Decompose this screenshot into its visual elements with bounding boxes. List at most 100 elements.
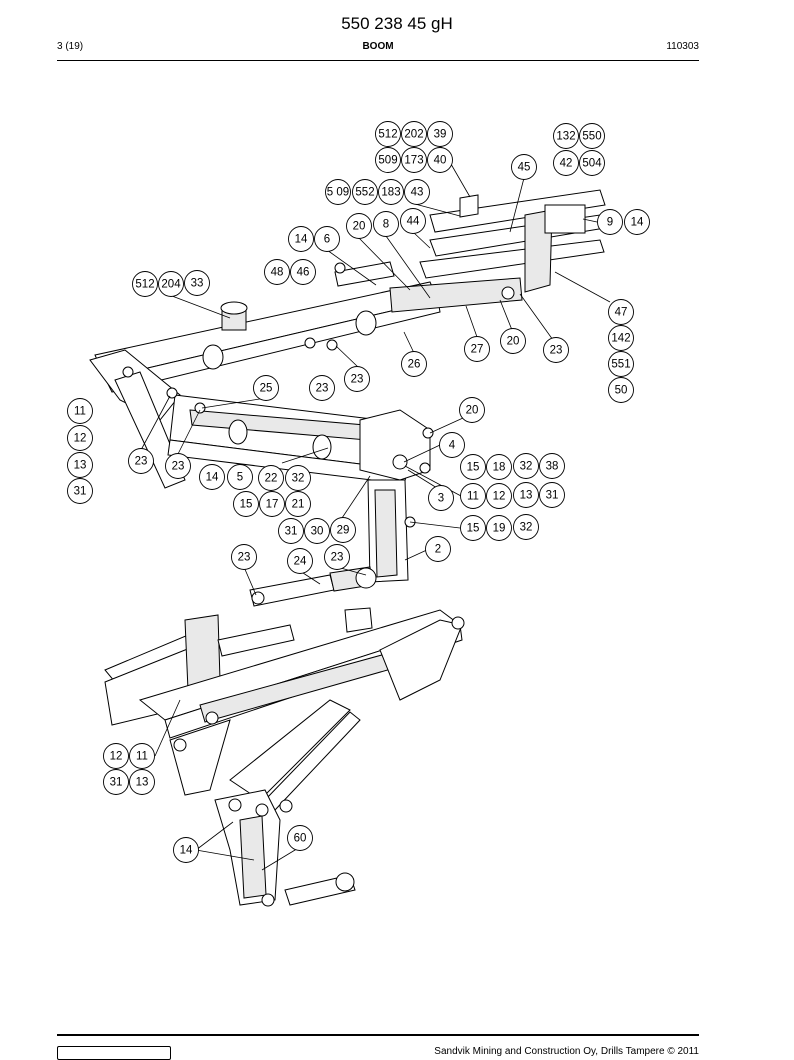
callout-label: 504 bbox=[582, 158, 602, 170]
callout-label: 23 bbox=[351, 374, 364, 386]
callout-9: 504 bbox=[579, 150, 605, 176]
callout-label: 44 bbox=[407, 216, 420, 228]
callout-label: 3 bbox=[438, 493, 444, 505]
callout-label: 13 bbox=[74, 460, 87, 472]
callout-17: 20 bbox=[346, 213, 372, 239]
callout-71: 23 bbox=[324, 544, 350, 570]
callout-61: 31 bbox=[539, 482, 565, 508]
callout-45: 23 bbox=[165, 453, 191, 479]
callout-30: 50 bbox=[608, 377, 634, 403]
callout-5: 509 bbox=[375, 147, 401, 173]
callout-label: 23 bbox=[316, 383, 329, 395]
callout-circle bbox=[401, 121, 427, 147]
callout-label: 20 bbox=[466, 405, 479, 417]
callout-label: 40 bbox=[434, 155, 447, 167]
callout-label: 60 bbox=[294, 833, 307, 845]
callout-64: 29 bbox=[330, 517, 356, 543]
callout-label: 48 bbox=[271, 267, 284, 279]
callout-circle bbox=[231, 544, 257, 570]
callout-circle bbox=[500, 328, 526, 354]
callout-75: 13 bbox=[129, 769, 155, 795]
callout-27: 47 bbox=[608, 299, 634, 325]
callout-58: 11 bbox=[460, 483, 486, 509]
callout-6: 173 bbox=[401, 147, 427, 173]
callout-circle bbox=[401, 147, 427, 173]
callout-label: 29 bbox=[337, 525, 350, 537]
document-title: 550 238 45 gH bbox=[341, 14, 453, 33]
callout-22: 48 bbox=[264, 259, 290, 285]
callout-4: 550 bbox=[579, 123, 605, 149]
callout-18: 8 bbox=[373, 211, 399, 237]
callout-54: 15 bbox=[233, 491, 259, 517]
callout-12: 552 bbox=[352, 179, 378, 205]
callout-circle bbox=[460, 515, 486, 541]
callout-circle bbox=[427, 147, 453, 173]
callout-label: 12 bbox=[493, 491, 506, 503]
callout-15: 9 bbox=[597, 209, 623, 235]
callout-label: 15 bbox=[240, 499, 253, 511]
callout-label: 31 bbox=[285, 526, 298, 538]
callout-circle bbox=[439, 432, 465, 458]
callout-52: 32 bbox=[513, 453, 539, 479]
callout-circle bbox=[264, 259, 290, 285]
callout-circle bbox=[624, 209, 650, 235]
callout-23: 46 bbox=[290, 259, 316, 285]
callout-label: 25 bbox=[260, 383, 273, 395]
section-title: BOOM bbox=[362, 41, 394, 52]
callout-7: 40 bbox=[427, 147, 453, 173]
callout-label: 5 09 bbox=[327, 187, 349, 199]
callout-circle bbox=[67, 452, 93, 478]
callout-0: 512 bbox=[375, 121, 401, 147]
callout-label: 9 bbox=[607, 217, 613, 229]
callout-circle bbox=[324, 544, 350, 570]
callout-circle bbox=[597, 209, 623, 235]
callout-label: 19 bbox=[493, 523, 506, 535]
callout-circle bbox=[513, 514, 539, 540]
callout-25: 204 bbox=[158, 271, 184, 297]
callout-label: 8 bbox=[383, 219, 389, 231]
callout-label: 17 bbox=[266, 499, 279, 511]
callout-label: 15 bbox=[467, 523, 480, 535]
callout-circle bbox=[459, 397, 485, 423]
callout-circle bbox=[287, 825, 313, 851]
callout-circle bbox=[425, 536, 451, 562]
callout-67: 32 bbox=[513, 514, 539, 540]
callout-circle bbox=[543, 337, 569, 363]
callout-39: 12 bbox=[67, 425, 93, 451]
callout-76: 60 bbox=[287, 825, 313, 851]
callout-label: 46 bbox=[297, 267, 310, 279]
callout-65: 15 bbox=[460, 515, 486, 541]
callout-19: 44 bbox=[400, 208, 426, 234]
footer-copyright: Sandvik Mining and Construction Oy, Dril… bbox=[434, 1046, 699, 1057]
callout-circle bbox=[579, 150, 605, 176]
callout-circle bbox=[539, 482, 565, 508]
callout-label: 142 bbox=[611, 333, 630, 345]
callout-circle bbox=[553, 123, 579, 149]
callout-44: 23 bbox=[128, 448, 154, 474]
callout-circle bbox=[67, 425, 93, 451]
callout-circle bbox=[344, 366, 370, 392]
callout-55: 17 bbox=[259, 491, 285, 517]
callout-circle bbox=[103, 769, 129, 795]
callout-circle bbox=[486, 515, 512, 541]
callout-label: 38 bbox=[546, 461, 559, 473]
callout-69: 23 bbox=[231, 544, 257, 570]
callout-circle bbox=[511, 154, 537, 180]
callout-label: 14 bbox=[295, 234, 308, 246]
callout-57: 3 bbox=[428, 485, 454, 511]
callout-label: 509 bbox=[378, 155, 397, 167]
callout-60: 13 bbox=[513, 482, 539, 508]
callout-label: 173 bbox=[404, 155, 423, 167]
callout-24: 512 bbox=[132, 271, 158, 297]
callout-10: 45 bbox=[511, 154, 537, 180]
callout-41: 31 bbox=[67, 478, 93, 504]
callout-label: 23 bbox=[238, 552, 251, 564]
callout-circle bbox=[401, 351, 427, 377]
callout-label: 18 bbox=[493, 462, 506, 474]
callout-circle bbox=[309, 375, 335, 401]
callout-49: 32 bbox=[285, 465, 311, 491]
callout-circle bbox=[486, 454, 512, 480]
callout-label: 24 bbox=[294, 556, 307, 568]
callout-14: 43 bbox=[404, 179, 430, 205]
